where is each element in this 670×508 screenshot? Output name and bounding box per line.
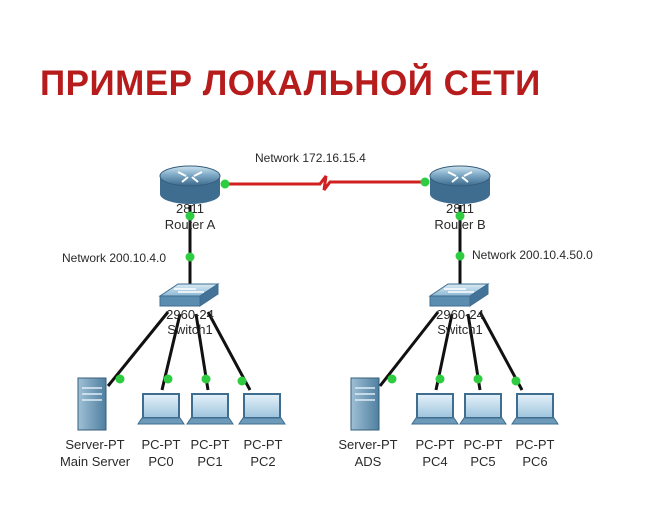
port-dots xyxy=(115,177,521,386)
pc1-name: PC1 xyxy=(197,454,222,469)
switch-left-name: Switch1 xyxy=(167,322,213,337)
switch-right-name: Switch1 xyxy=(437,322,483,337)
pc6-name: PC6 xyxy=(522,454,547,469)
router-a-model: 2811 xyxy=(176,201,204,216)
server-ads-type: Server-PT xyxy=(338,437,397,452)
pc4-name: PC4 xyxy=(422,454,447,469)
pc5-name: PC5 xyxy=(470,454,495,469)
router-b-name: Router B xyxy=(434,217,485,232)
router-a-name: Router A xyxy=(165,217,216,232)
pc0-icon[interactable] xyxy=(137,393,185,425)
server-ads-name: ADS xyxy=(355,454,382,469)
pc1-type: PC-PT xyxy=(191,437,230,452)
pc1-icon[interactable] xyxy=(186,393,234,425)
server-main-name: Main Server xyxy=(60,454,131,469)
server-ads-icon[interactable] xyxy=(350,377,380,431)
wan-serial-link xyxy=(225,175,425,191)
switch-left-model: 2960-24 xyxy=(166,307,214,322)
pc2-type: PC-PT xyxy=(244,437,283,452)
switch-right-model: 2960-24 xyxy=(436,307,484,322)
pc0-name: PC0 xyxy=(148,454,173,469)
pc5-type: PC-PT xyxy=(464,437,503,452)
server-main-icon[interactable] xyxy=(77,377,107,431)
wan-network-label: Network 172.16.15.4 xyxy=(255,151,366,165)
right-network-label: Network 200.10.4.50.0 xyxy=(472,248,593,262)
page-title: ПРИМЕР ЛОКАЛЬНОЙ СЕТИ xyxy=(40,64,541,103)
pc0-type: PC-PT xyxy=(142,437,181,452)
pc4-icon[interactable] xyxy=(411,393,459,425)
router-b-model: 2811 xyxy=(446,201,474,216)
switch-right-icon[interactable] xyxy=(428,283,490,307)
left-network-label: Network 200.10.4.0 xyxy=(62,251,166,265)
server-main-type: Server-PT xyxy=(65,437,124,452)
pc2-icon[interactable] xyxy=(238,393,286,425)
switch-left-icon[interactable] xyxy=(158,283,220,307)
pc2-name: PC2 xyxy=(250,454,275,469)
router-b-icon[interactable] xyxy=(429,165,491,204)
router-a-icon[interactable] xyxy=(159,165,221,204)
pc5-icon[interactable] xyxy=(459,393,507,425)
pc6-type: PC-PT xyxy=(516,437,555,452)
pc4-type: PC-PT xyxy=(416,437,455,452)
pc6-icon[interactable] xyxy=(511,393,559,425)
